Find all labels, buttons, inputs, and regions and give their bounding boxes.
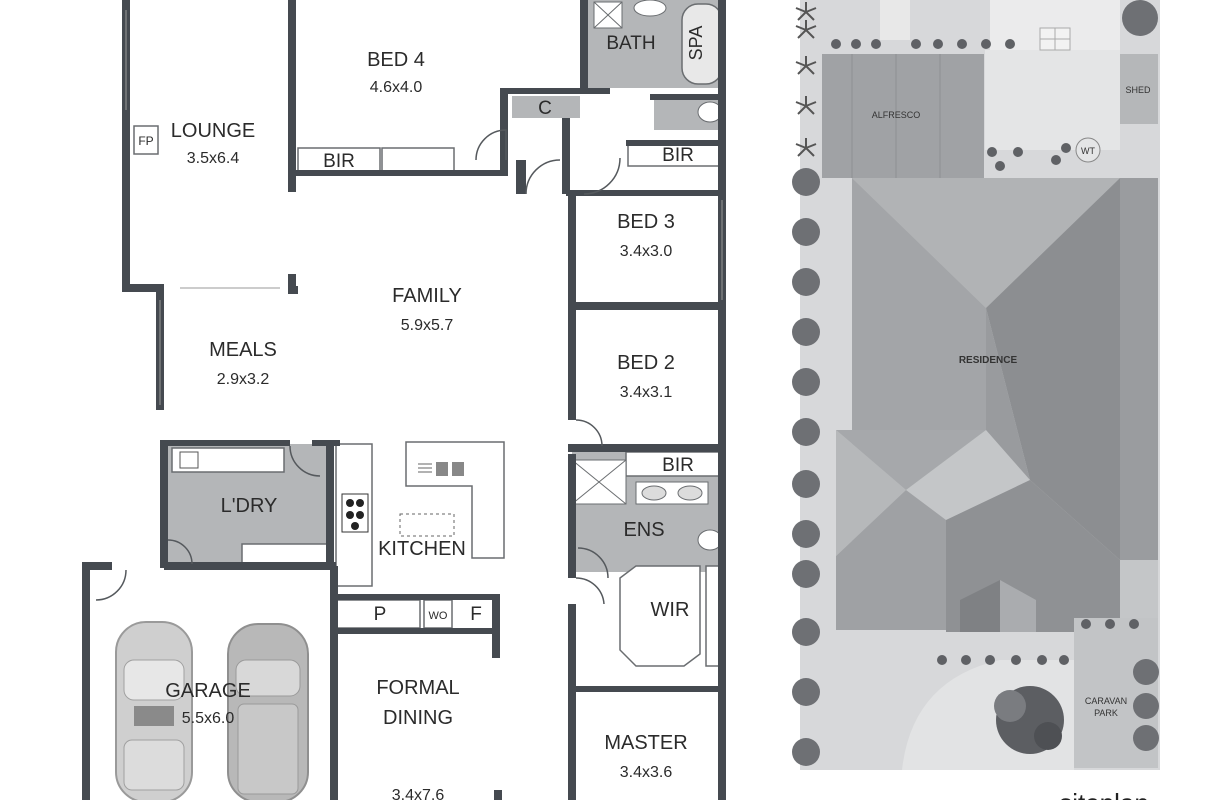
room-name-family: FAMILY bbox=[392, 285, 462, 307]
water-tank bbox=[1075, 137, 1101, 163]
linen-cupboard bbox=[512, 96, 580, 118]
room-name-formal-dining-2: DINING bbox=[383, 707, 453, 729]
pantry-label: P bbox=[374, 604, 387, 625]
tree-icon bbox=[792, 318, 820, 346]
spa-label: SPA bbox=[686, 26, 706, 61]
fireplace bbox=[133, 125, 159, 155]
palms bbox=[795, 2, 817, 157]
desk-bed4 bbox=[381, 147, 455, 173]
tree-icon bbox=[792, 218, 820, 246]
room-size-family: 5.9x5.7 bbox=[401, 317, 454, 334]
shed-label: SHED bbox=[1125, 85, 1151, 95]
tree-icon bbox=[1133, 659, 1159, 685]
tree-icon bbox=[792, 520, 820, 548]
sink-1 bbox=[436, 462, 448, 476]
doors bbox=[95, 129, 621, 605]
room-size-formal-dining: 3.4x7.6 bbox=[392, 787, 445, 800]
room-name-wir: WIR bbox=[651, 599, 690, 621]
room-name-bed3: BED 3 bbox=[617, 211, 675, 233]
door-master bbox=[575, 577, 605, 605]
room-size-meals: 2.9x3.2 bbox=[217, 371, 270, 388]
door-laundry-2 bbox=[167, 539, 193, 565]
door-garage bbox=[95, 569, 127, 601]
door-bed3 bbox=[583, 157, 621, 195]
tree-icon bbox=[792, 678, 820, 706]
room-name-laundry: L'DRY bbox=[221, 495, 278, 517]
trees bbox=[792, 0, 1159, 766]
alfresco-roof bbox=[822, 54, 984, 178]
siteplan: ALFRESCO SHED WT RESIDENCE CARAVAN PARK bbox=[792, 0, 1180, 800]
walls bbox=[82, 0, 726, 800]
windows bbox=[125, 10, 723, 405]
shed-roof bbox=[1120, 54, 1158, 124]
linen-label: C bbox=[538, 98, 552, 119]
room-size-garage: 5.5x6.0 bbox=[182, 710, 235, 727]
garage bbox=[88, 568, 332, 800]
caravan-label-2: PARK bbox=[1094, 708, 1118, 718]
room-name-meals: MEALS bbox=[209, 339, 277, 361]
water-tank-label: WT bbox=[1081, 146, 1095, 156]
room-size-bed3: 3.4x3.0 bbox=[620, 243, 673, 260]
room-size-master: 3.4x3.6 bbox=[620, 764, 673, 781]
room-name-formal-dining-1: FORMAL bbox=[376, 677, 459, 699]
room-name-ensuite: ENS bbox=[623, 519, 664, 541]
kitchen-island bbox=[405, 441, 505, 559]
car-right bbox=[227, 623, 309, 800]
door-bed2 bbox=[575, 419, 603, 447]
palm-icon bbox=[795, 56, 817, 75]
room-name-bath: BATH bbox=[606, 33, 655, 54]
walk-in-robe bbox=[619, 565, 701, 667]
caravan-label-1: CARAVAN bbox=[1085, 696, 1127, 706]
palm-icon bbox=[795, 20, 817, 39]
door-bed4 bbox=[475, 129, 507, 161]
room-name-kitchen: KITCHEN bbox=[378, 538, 466, 560]
siteplan-caption: siteplan bbox=[1059, 788, 1149, 800]
door-hall-a bbox=[525, 159, 561, 195]
palm-icon bbox=[795, 2, 817, 21]
room-size-bed2: 3.4x3.1 bbox=[620, 384, 673, 401]
room-name-bed4: BED 4 bbox=[367, 49, 425, 71]
fridge-label: F bbox=[470, 604, 482, 625]
bath-basin bbox=[633, 0, 667, 17]
fixtures bbox=[179, 0, 723, 551]
palm-icon bbox=[795, 96, 817, 115]
fireplace-label: FP bbox=[138, 134, 153, 148]
tree-icon bbox=[1122, 0, 1158, 36]
laundry-trough bbox=[179, 451, 199, 469]
island-overhang bbox=[399, 513, 455, 537]
alfresco-label: ALFRESCO bbox=[872, 110, 921, 120]
room-name-bed2: BED 2 bbox=[617, 352, 675, 374]
wall-oven-label: WO bbox=[429, 610, 448, 622]
bir-bed3-label: BIR bbox=[662, 145, 694, 166]
tree-icon bbox=[792, 418, 820, 446]
tree-icon bbox=[792, 268, 820, 296]
bir-bed4-label: BIR bbox=[323, 151, 355, 172]
sink-2 bbox=[452, 462, 464, 476]
room-size-bed4: 4.6x4.0 bbox=[370, 79, 423, 96]
room-name-garage: GARAGE bbox=[165, 680, 251, 702]
tree-icon bbox=[792, 368, 820, 396]
bir-bed2-label: BIR bbox=[662, 455, 694, 476]
tree-icon bbox=[792, 470, 820, 498]
residence-roof bbox=[852, 178, 1120, 308]
shrubs bbox=[831, 39, 1139, 665]
door-ensuite bbox=[577, 547, 609, 579]
tree-icon bbox=[1133, 725, 1159, 751]
tree-icon bbox=[792, 560, 820, 588]
floor-plan: LOUNGE 3.5x6.4 FP BED 4 4.6x4.0 BIR BATH… bbox=[82, 0, 726, 800]
room-name-master: MASTER bbox=[604, 732, 687, 754]
residence-label: RESIDENCE bbox=[959, 355, 1018, 366]
door-laundry-1 bbox=[289, 445, 321, 477]
tree-icon bbox=[792, 168, 820, 196]
bir-bed4 bbox=[297, 147, 381, 173]
room-labels: LOUNGE 3.5x6.4 FP BED 4 4.6x4.0 BIR BATH… bbox=[138, 26, 706, 800]
car-left bbox=[115, 621, 193, 800]
tree-icon bbox=[1133, 693, 1159, 719]
room-size-lounge: 3.5x6.4 bbox=[187, 150, 240, 167]
tree-icon bbox=[792, 618, 820, 646]
palm-icon bbox=[795, 138, 817, 157]
tree-icon bbox=[792, 738, 820, 766]
room-name-lounge: LOUNGE bbox=[171, 120, 255, 142]
